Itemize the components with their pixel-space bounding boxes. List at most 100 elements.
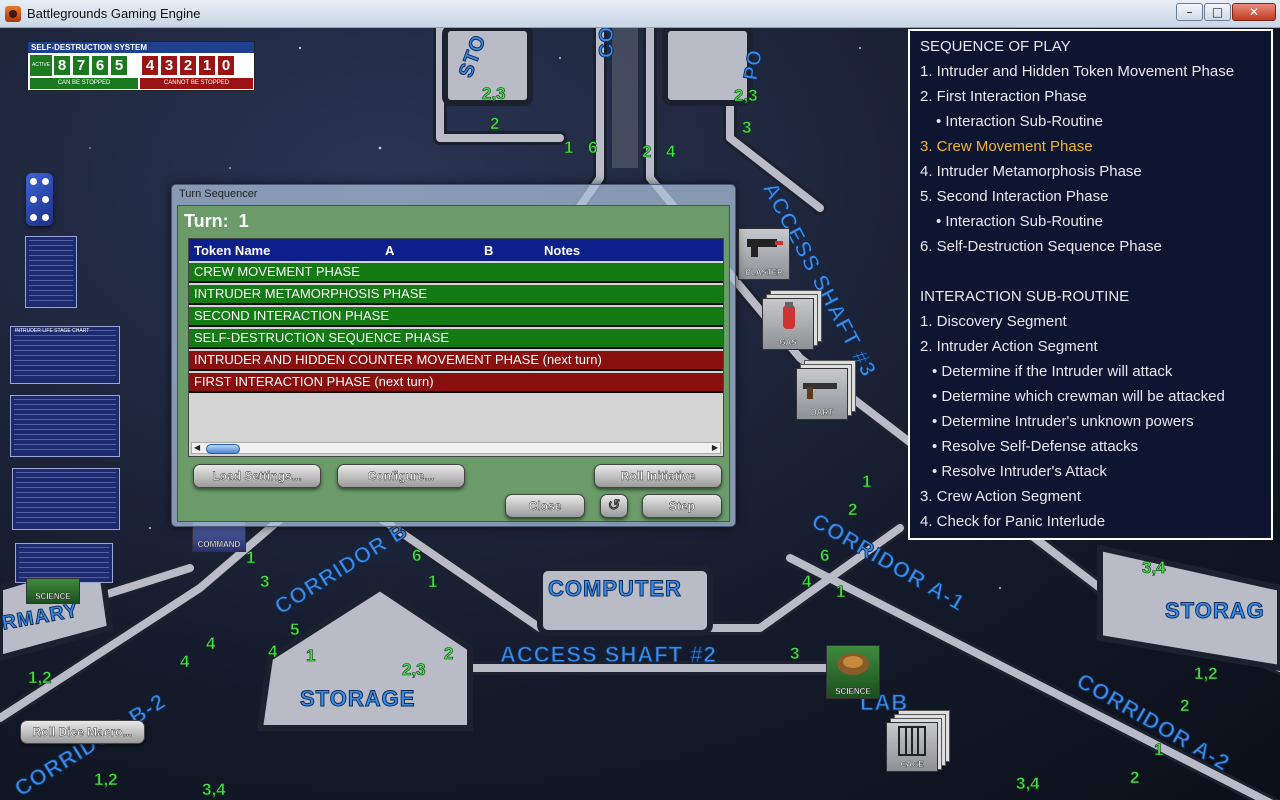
dialog-title[interactable]: Turn Sequencer	[179, 188, 258, 200]
self-destruction-title: SELF-DESTRUCTION SYSTEM	[28, 42, 254, 53]
countdown-digit[interactable]: 1	[198, 55, 216, 76]
area-number: 1	[836, 582, 846, 602]
turn-label: Turn:	[184, 211, 229, 231]
self-destruction-panel: SELF-DESTRUCTION SYSTEM ACTIVE 8 7 6 5 4…	[27, 41, 255, 91]
area-number: 1	[246, 548, 256, 568]
close-window-button[interactable]: ✕	[1232, 3, 1276, 21]
area-number: 6	[588, 138, 598, 158]
area-number: 4	[802, 572, 812, 592]
scroll-right-icon[interactable]: ▶	[711, 443, 718, 452]
die-pip	[30, 178, 37, 185]
science-label-right: SCIENCE	[835, 687, 871, 696]
window-titlebar[interactable]: Battlegrounds Gaming Engine – □ ✕	[0, 0, 1280, 28]
countdown-digit[interactable]: 6	[91, 55, 109, 76]
sequence-step: 5. Second Interaction Phase	[920, 188, 1109, 205]
sequence-step: • Interaction Sub-Routine	[936, 113, 1104, 130]
die-pip	[30, 196, 37, 203]
reference-chart[interactable]	[12, 468, 120, 530]
table-row[interactable]: INTRUDER AND HIDDEN COUNTER MOVEMENT PHA…	[189, 351, 723, 371]
step-button[interactable]: Step	[642, 494, 722, 518]
app-logo-icon	[5, 6, 21, 22]
scroll-left-icon[interactable]: ◀	[194, 443, 201, 452]
sequence-step: 6. Self-Destruction Sequence Phase	[920, 238, 1162, 255]
column-header-token-name[interactable]: Token Name	[194, 243, 271, 258]
die-pip	[42, 178, 49, 185]
cage-icon	[898, 726, 926, 756]
map-label-storage-right: STORAG	[1165, 598, 1265, 624]
subroutine-step: • Determine Intruder's unknown powers	[932, 413, 1194, 430]
science-label-left: SCIENCE	[35, 592, 71, 601]
subroutine-step: 2. Intruder Action Segment	[920, 338, 1098, 355]
area-number: 6	[820, 546, 830, 566]
map-graphics	[0, 28, 1280, 800]
area-number: 4	[180, 652, 190, 672]
load-settings-button[interactable]: Load Settings...	[193, 464, 321, 488]
dart-card: DART	[796, 368, 848, 420]
countdown-digit[interactable]: 7	[72, 55, 90, 76]
turn-indicator: Turn: 1	[184, 211, 249, 232]
area-number: 5	[290, 620, 300, 640]
area-number: 1	[1154, 740, 1164, 760]
countdown-digit[interactable]: 8	[53, 55, 71, 76]
sequence-step: 2. First Interaction Phase	[920, 88, 1087, 105]
reference-chart[interactable]	[10, 395, 120, 457]
table-row[interactable]: INTRUDER METAMORPHOSIS PHASE	[189, 285, 723, 305]
close-button[interactable]: Close	[505, 494, 585, 518]
area-number: 2	[444, 644, 454, 664]
turn-number: 1	[238, 211, 249, 231]
countdown-digit[interactable]: 0	[217, 55, 235, 76]
countdown-digit[interactable]: 2	[179, 55, 197, 76]
countdown-digit[interactable]: 5	[110, 55, 128, 76]
table-row[interactable]: FIRST INTERACTION PHASE (next turn)	[189, 373, 723, 393]
life-stage-chart-title: INTRUDER LIFE STAGE CHART	[15, 328, 90, 334]
map-label-access-shaft-2: ACCESS SHAFT #2	[500, 642, 717, 668]
subroutine-step: 1. Discovery Segment	[920, 313, 1067, 330]
area-number: 1,2	[28, 668, 52, 688]
intruder-life-stage-chart[interactable]: INTRUDER LIFE STAGE CHART	[10, 326, 120, 384]
area-number: 2,3	[482, 84, 506, 104]
science-card-right: SCIENCE	[826, 645, 880, 699]
dialog-body: Turn: 1 Token Name A B Notes CREW MOVEME…	[177, 205, 730, 522]
horizontal-scrollbar[interactable]: ◀ ▶	[191, 442, 721, 454]
minimize-button[interactable]: –	[1176, 3, 1203, 21]
area-number: 2	[848, 500, 858, 520]
blaster-label: BLASTER	[745, 268, 783, 277]
column-header-b[interactable]: B	[484, 243, 494, 258]
maximize-button[interactable]: □	[1204, 3, 1231, 21]
area-number: 2	[1130, 768, 1140, 788]
subroutine-step: 4. Check for Panic Interlude	[920, 513, 1106, 530]
dice-icon[interactable]	[26, 173, 53, 226]
turn-sequencer-dialog[interactable]: Turn Sequencer Turn: 1 Token Name A B No…	[171, 184, 736, 527]
command-label: COMMAND	[197, 540, 241, 549]
column-header-notes[interactable]: Notes	[544, 243, 581, 258]
cage-card: CAGE	[886, 722, 938, 772]
configure-button[interactable]: Configure...	[337, 464, 465, 488]
subroutine-title: INTERACTION SUB-ROUTINE	[920, 288, 1130, 305]
area-number: 4	[206, 634, 216, 654]
subroutine-step: • Determine if the Intruder will attack	[932, 363, 1173, 380]
reset-icon[interactable]: ↺	[600, 494, 628, 518]
area-number: 1	[306, 646, 316, 666]
column-header-a[interactable]: A	[385, 243, 395, 258]
countdown-digit[interactable]: 3	[160, 55, 178, 76]
area-number: 1	[564, 138, 574, 158]
area-number: 3,4	[202, 780, 226, 800]
die-pip	[42, 214, 49, 221]
phase-table[interactable]: Token Name A B Notes CREW MOVEMENT PHASE…	[188, 238, 724, 457]
roll-dice-macro-button[interactable]: Roll Dice Macro...	[20, 720, 145, 744]
table-row[interactable]: SELF-DESTRUCTION SEQUENCE PHASE	[189, 329, 723, 349]
sequence-reference-card[interactable]	[25, 236, 77, 308]
scrollbar-thumb[interactable]	[206, 444, 240, 454]
roll-initiative-button[interactable]: Roll Initiative	[594, 464, 722, 488]
table-row[interactable]: SECOND INTERACTION PHASE	[189, 307, 723, 327]
area-number: 1,2	[1194, 664, 1218, 684]
subroutine-step: • Resolve Self-Defense attacks	[932, 438, 1139, 455]
die-pip	[42, 196, 49, 203]
area-number: 3	[260, 572, 270, 592]
sequence-of-play-panel: SEQUENCE OF PLAY 1. Intruder and Hidden …	[908, 29, 1273, 540]
countdown-digit[interactable]: 4	[141, 55, 159, 76]
area-number: 2,3	[734, 86, 758, 106]
reference-chart[interactable]	[15, 543, 113, 583]
table-row[interactable]: CREW MOVEMENT PHASE	[189, 263, 723, 283]
area-number: 2	[642, 142, 652, 162]
